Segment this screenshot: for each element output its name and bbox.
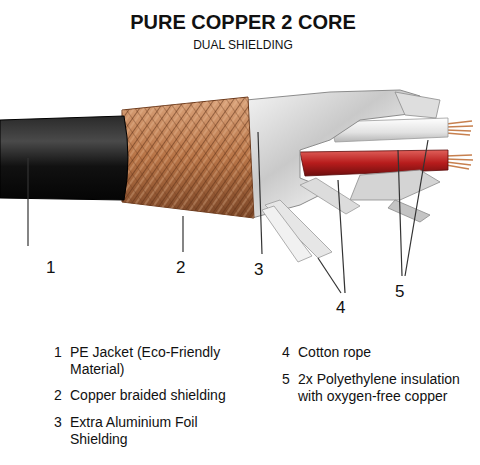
subtitle: DUAL SHIELDING <box>3 38 480 52</box>
foil-flap <box>350 170 440 200</box>
callout-number: 5 <box>395 282 415 302</box>
part-name: 2x Polyethylene insulation with oxygen-f… <box>298 371 476 405</box>
callout-number: 1 <box>46 258 66 278</box>
pe-jacket <box>0 116 128 200</box>
callout-number: 3 <box>254 260 274 280</box>
copper-braid <box>122 97 254 218</box>
leader-line <box>28 132 428 293</box>
callout-number: 4 <box>336 298 356 318</box>
copper-braid-weave <box>122 97 254 218</box>
cotton-rope <box>262 178 360 262</box>
foil-flap <box>388 200 430 222</box>
legend-number: 5 <box>282 371 296 388</box>
part-name: Extra Aluminium Foil Shielding <box>70 414 240 448</box>
diagram-title: PURE COPPER 2 CORE <box>3 10 480 34</box>
legend-number: 3 <box>54 414 68 431</box>
legend-number: 1 <box>54 344 68 361</box>
copper-strands <box>446 121 473 169</box>
callout-number: 2 <box>176 258 196 278</box>
foil-flap <box>395 92 440 118</box>
copper-braid-weave <box>122 97 254 218</box>
part-name: PE Jacket (Eco-Friendly Material) <box>70 344 250 378</box>
legend-number: 2 <box>54 387 68 404</box>
legend-number: 4 <box>282 344 296 361</box>
part-name: Copper braided shielding <box>70 387 260 404</box>
part-name: Cotton rope <box>298 344 468 361</box>
